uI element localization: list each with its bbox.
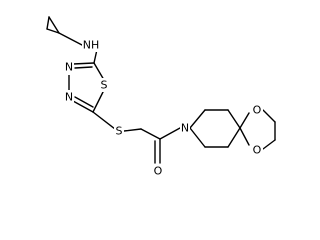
bonds: [46, 16, 276, 164]
atom-o-ketal-top: O: [251, 103, 263, 117]
bond-pip-top-right-spiro: [227, 109, 241, 129]
bond-o-bottom-spiro: [239, 127, 250, 146]
atom-n-lower: N: [64, 90, 74, 104]
atom-nh: NH: [82, 38, 100, 52]
atom-n-upper: N: [64, 61, 74, 75]
bond-cyclopropyl-1: [46, 28, 60, 34]
atom-n-upper-label: N: [65, 61, 73, 74]
bond-ring-c2-n-upper-double: [74, 66, 93, 69]
bond-ch2-o-bottom: [262, 139, 276, 150]
bond-ring-c2-n-upper: [72, 62, 95, 65]
atom-s-thioether-label: S: [116, 125, 123, 138]
bond-ring-n-lower-c5-double: [74, 96, 94, 108]
bond-thioether-ch2: [123, 128, 142, 132]
atom-o-ketal-top-label: O: [253, 104, 262, 117]
atom-s-ring: S: [99, 78, 109, 92]
bond-cyclopropyl-2: [46, 16, 50, 30]
atom-s-ring-label: S: [101, 79, 108, 92]
bond-ring-n-lower-c5: [72, 100, 94, 113]
atom-n-amide-label: N: [181, 122, 189, 135]
bond-carbonyl-n-amide: [159, 127, 181, 140]
atom-o-carbonyl-label: O: [154, 165, 163, 178]
atom-s-thioether: S: [114, 124, 124, 138]
atom-o-carbonyl: O: [153, 164, 163, 178]
bond-pip-spiro-bottom-right: [227, 127, 241, 148]
bond-pip-bottom-left-n: [189, 127, 206, 148]
bond-c5-thioether: [92, 111, 116, 130]
atom-n-lower-label: N: [65, 91, 73, 104]
bond-spiro-o-top: [239, 112, 250, 129]
bond-o-top-ch2: [262, 109, 276, 123]
atom-nh-label: NH: [83, 39, 100, 52]
bond-ring-s-c2: [93, 62, 105, 81]
bond-pip-n-top-left: [189, 109, 206, 129]
atom-o-ketal-bottom-label: O: [253, 144, 262, 157]
bond-cyclopropyl-nh: [58, 32, 83, 46]
atom-o-ketal-bottom: O: [251, 143, 263, 157]
bond-ring-c5-s: [92, 89, 105, 113]
bond-cyclopropyl-3: [48, 16, 60, 34]
atom-labels: NH N N S S O N O: [64, 38, 263, 178]
bond-ch2-carbonyl: [140, 128, 161, 140]
molecule-structure-diagram: NH N N S S O N O: [46, 16, 276, 178]
atom-n-amide: N: [180, 121, 190, 135]
